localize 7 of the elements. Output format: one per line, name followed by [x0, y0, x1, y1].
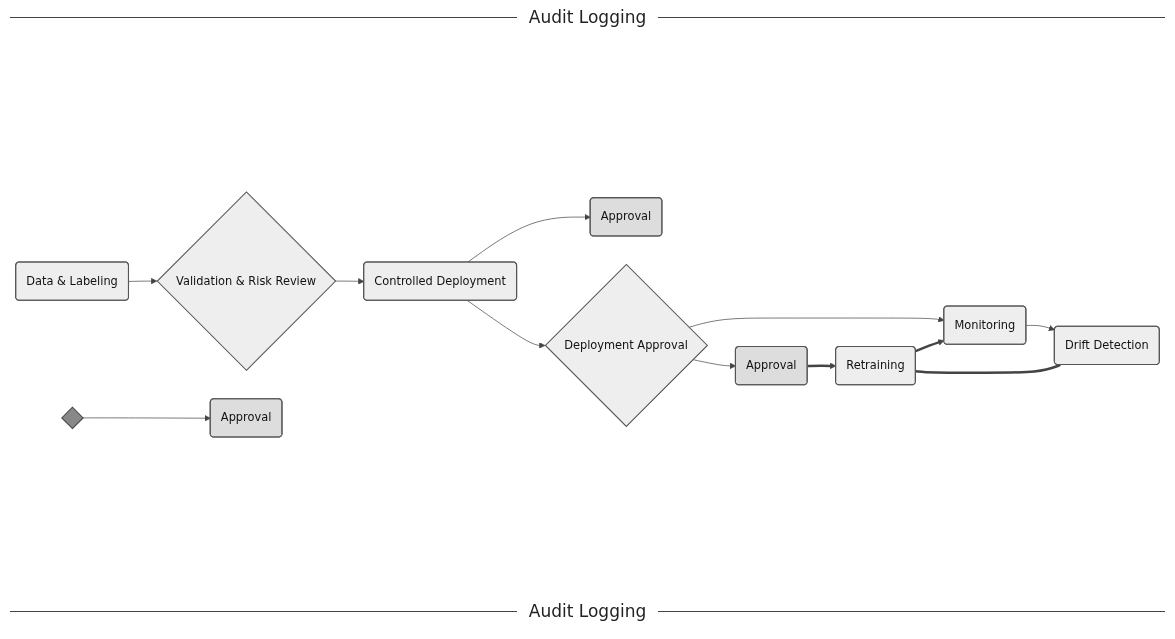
section-label: Audit Logging	[527, 601, 648, 621]
node-diamond: Deployment Approval	[544, 263, 709, 427]
arrow	[915, 338, 945, 352]
node-diamond: Validation & Risk Review	[156, 190, 337, 371]
section-label: Audit Logging	[527, 7, 648, 27]
node-diamond	[61, 405, 84, 429]
connector	[915, 363, 1061, 374]
